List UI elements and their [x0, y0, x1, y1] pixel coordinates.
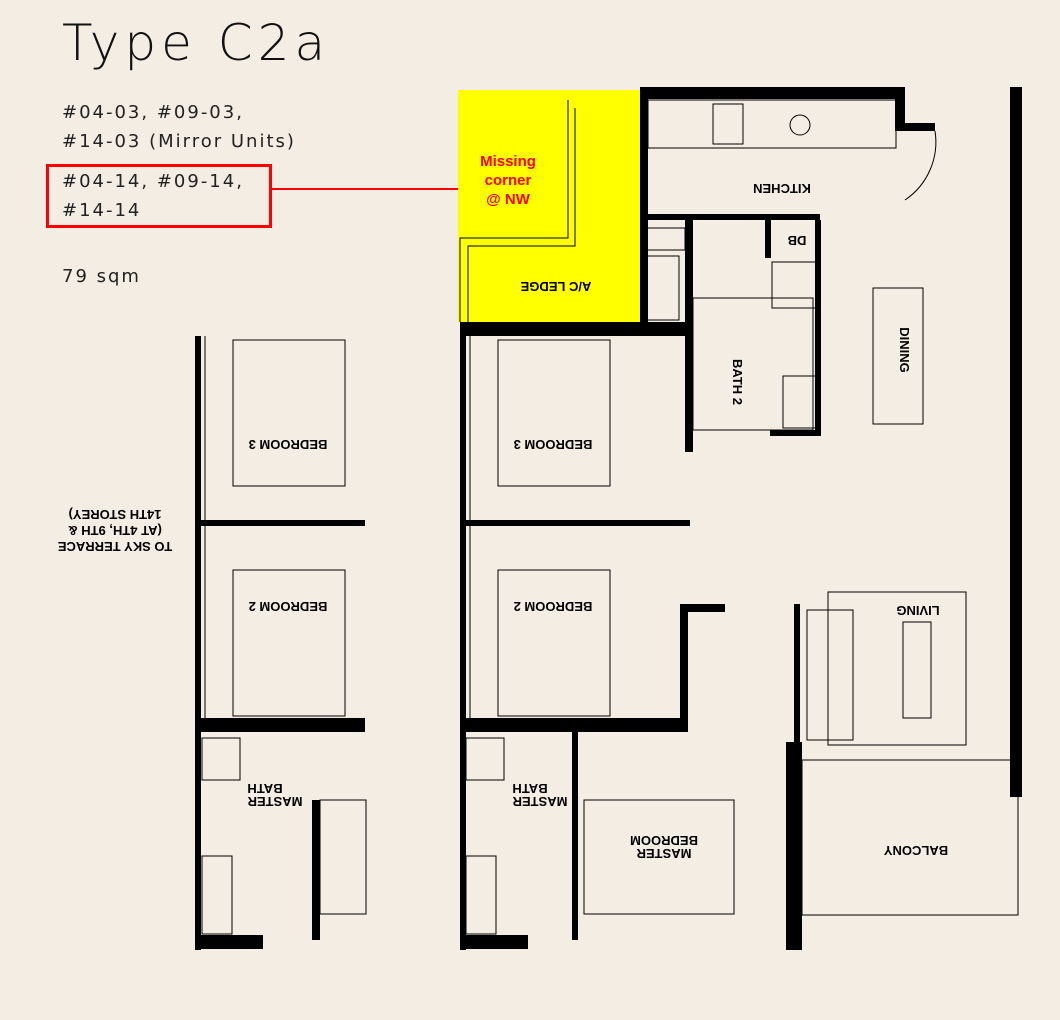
room-kitchen: KITCHEN: [753, 181, 811, 196]
room-ac-ledge: A/C LEDGE: [520, 279, 591, 294]
room-living: LIVING: [896, 603, 939, 618]
room-db: DB: [788, 233, 807, 248]
highlighted-units-line: #04-14, #09-14,: [62, 171, 244, 192]
ledge-outline: [467, 108, 576, 322]
mirror-units-line: #14-03 (Mirror Units): [62, 131, 296, 152]
mirror-units: #04-03, #09-03, #14-03 (Mirror Units): [62, 98, 296, 156]
sky-terrace-label: (AT 4TH, 9TH &: [68, 523, 162, 538]
room-bedroom3: BEDROOM 3: [514, 437, 593, 452]
sky-terrace-label: 14TH STOREY): [69, 507, 162, 522]
neighbor-bedroom2: BEDROOM 2: [249, 599, 328, 614]
walls: [195, 87, 1022, 950]
highlighted-units-line: #14-14: [62, 200, 142, 221]
mirror-units-line: #04-03, #09-03,: [62, 102, 244, 123]
room-master-bedroom: BEDROOM: [630, 833, 698, 848]
highlight-box: [46, 164, 272, 228]
annotation-line: Missing: [480, 153, 536, 170]
ledge-outline: [459, 100, 569, 322]
plan-title: Type C2a: [62, 14, 331, 72]
highlighted-units: #04-14, #09-14, #14-14: [62, 167, 244, 225]
room-master-bath: MASTER: [512, 794, 568, 809]
neighbor-master-bath: MASTER: [247, 794, 303, 809]
fixtures: [201, 99, 1019, 935]
room-bath2: BATH 2: [730, 359, 745, 405]
annotation-line: corner: [485, 172, 532, 189]
room-dining: DINING: [897, 327, 912, 373]
room-balcony: BALCONY: [884, 843, 949, 858]
neighbor-master-bath: BATH: [247, 781, 282, 796]
room-master-bedroom: MASTER: [636, 846, 692, 861]
neighbor-bedroom3: BEDROOM 3: [249, 437, 328, 452]
room-master-bath: BATH: [512, 781, 547, 796]
missing-corner-highlight: [458, 90, 640, 322]
room-bedroom2: BEDROOM 2: [514, 599, 593, 614]
sky-terrace-label: TO SKY TERRACE: [57, 539, 172, 554]
annotation-line: @ NW: [486, 191, 531, 208]
unit-area: 79 sqm: [62, 266, 141, 287]
